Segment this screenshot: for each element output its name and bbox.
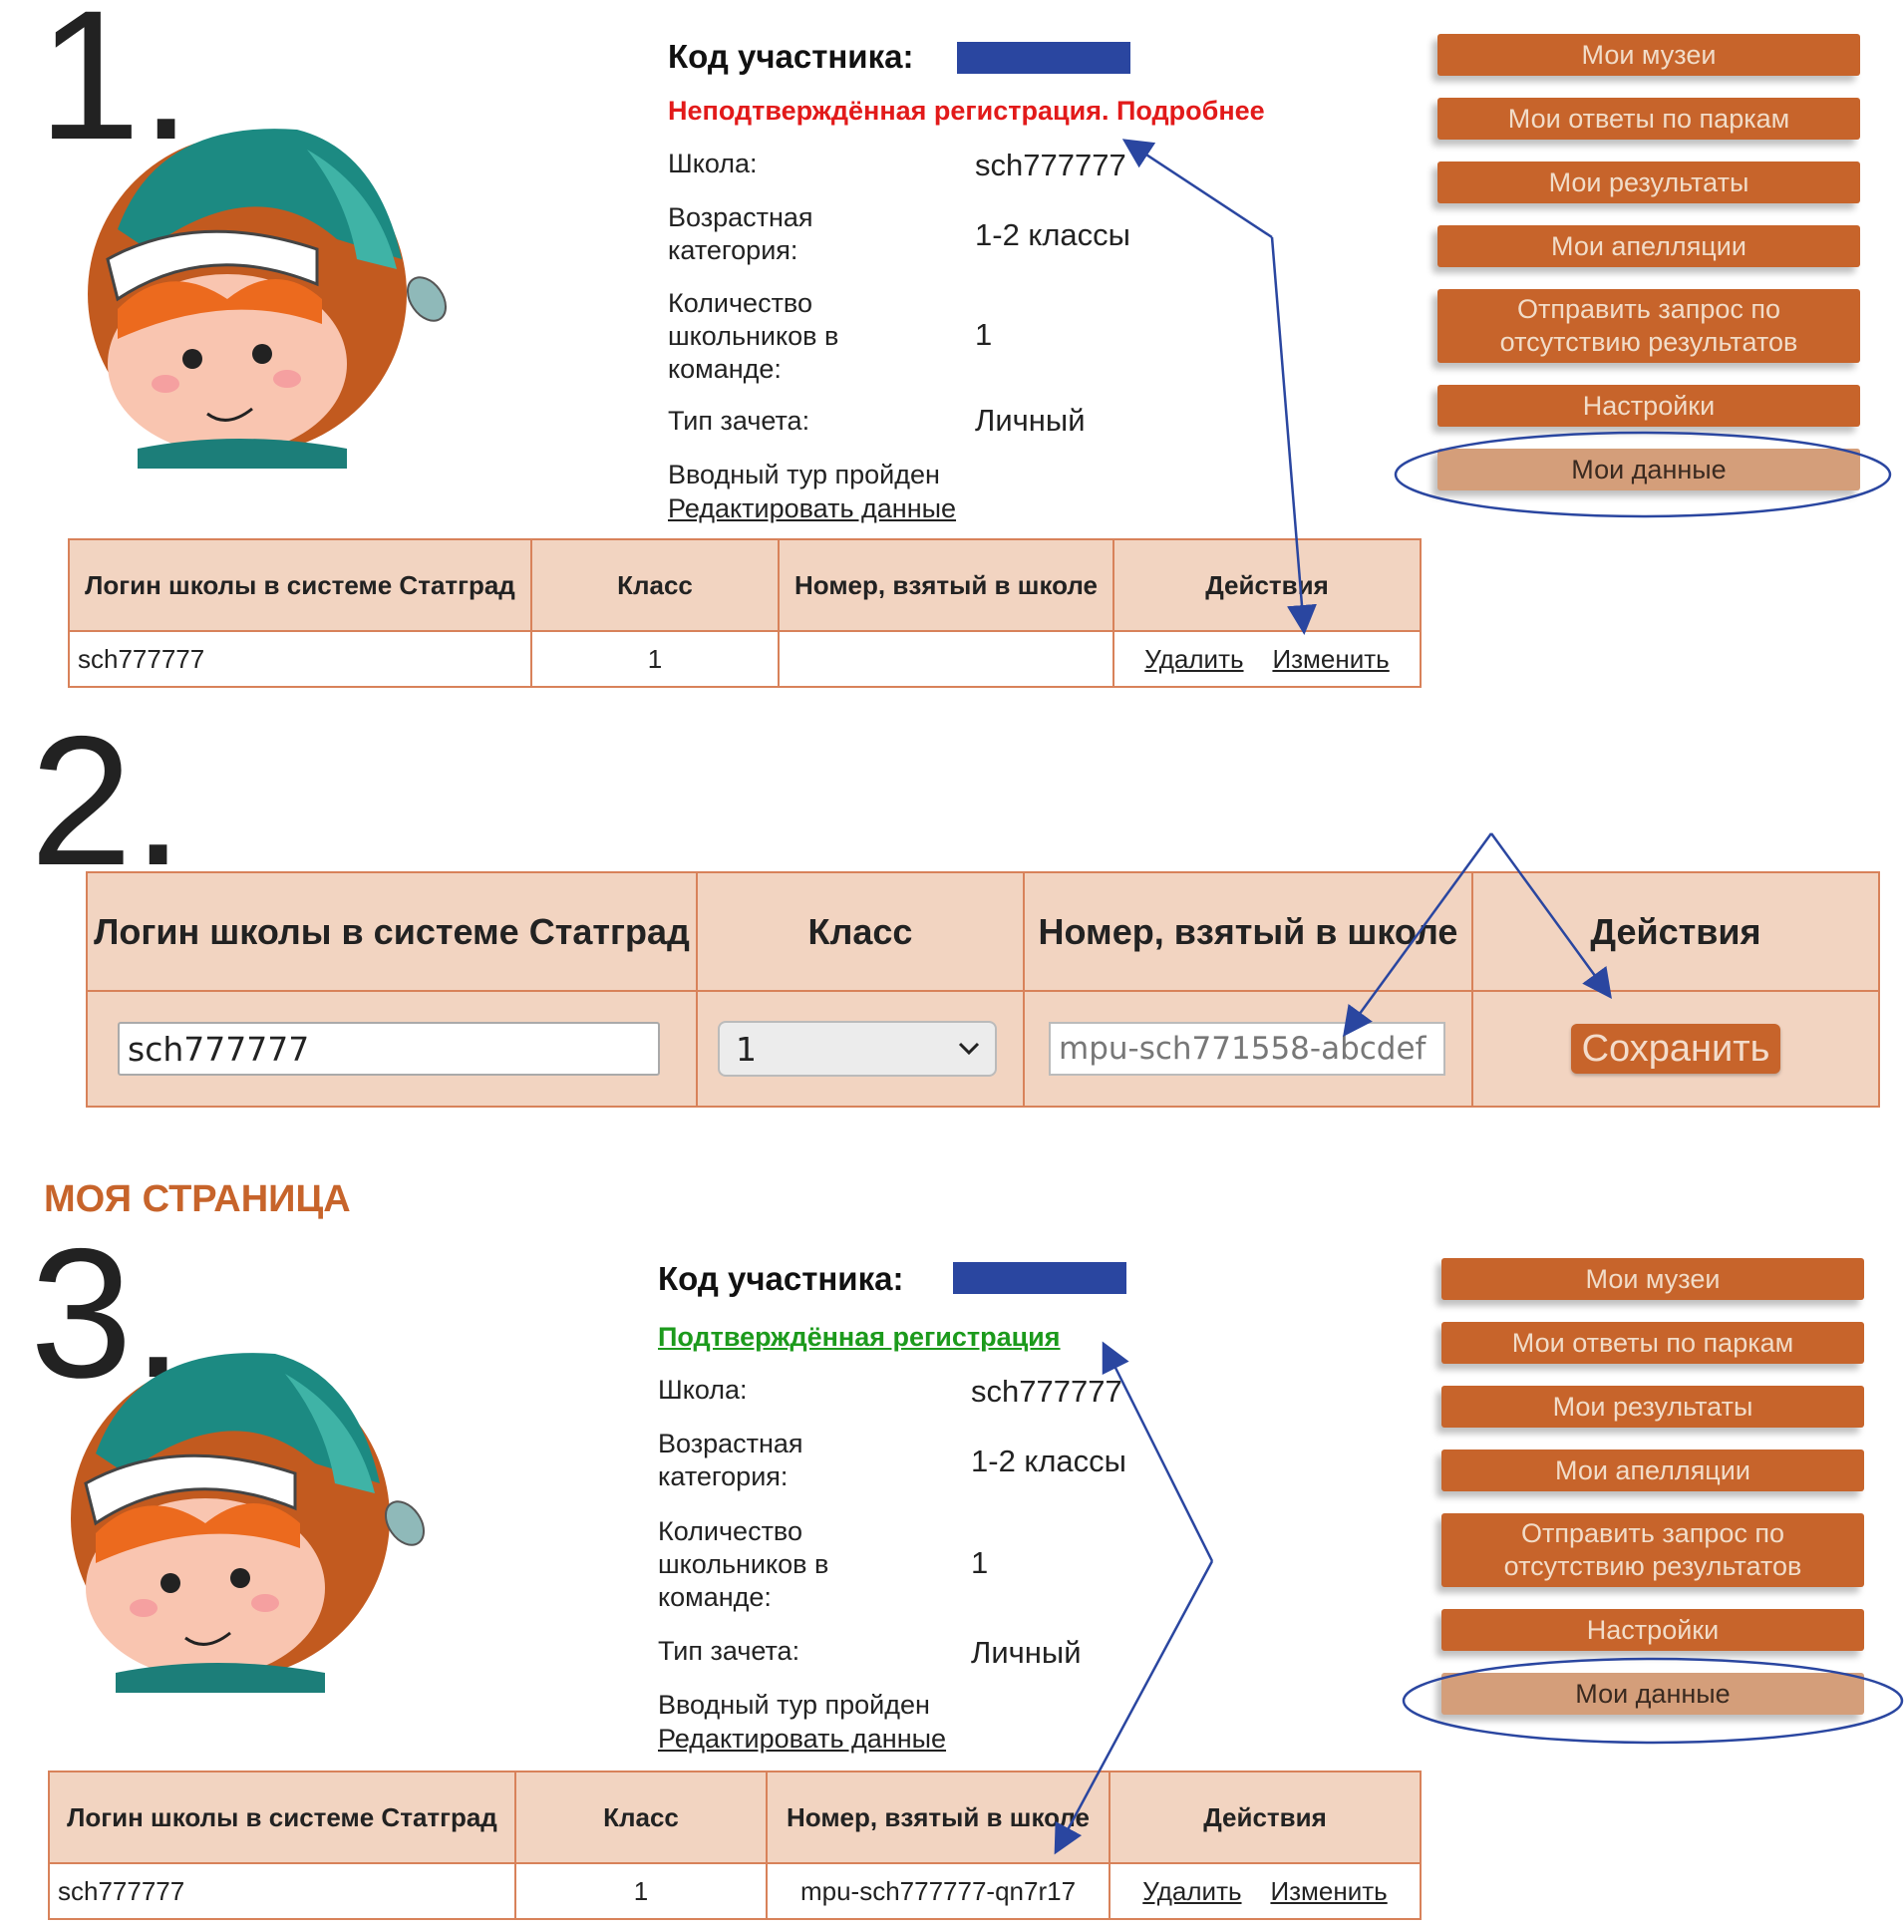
participant-code-label: Код участника: (658, 1260, 904, 1297)
col-login: Логин школы в системе Статград (86, 871, 698, 992)
col-login: Логин школы в системе Статград (68, 538, 532, 632)
chevron-down-icon (958, 1042, 980, 1056)
col-actions: Действия (1109, 1771, 1422, 1864)
school-table-1: Логин школы в системе Статград Класс Ном… (68, 538, 1422, 688)
edit-link[interactable]: Изменить (1270, 1875, 1388, 1906)
login-input[interactable]: sch777777 (118, 1022, 660, 1076)
school-label: Школа: (668, 149, 758, 178)
school-value: sch777777 (971, 1374, 1122, 1409)
menu-my-park-answers[interactable]: Мои ответы по паркам (1437, 98, 1860, 140)
school-label: Школа: (658, 1375, 748, 1405)
menu-my-park-answers[interactable]: Мои ответы по паркам (1441, 1322, 1864, 1364)
school-table-3: Логин школы в системе Статград Класс Ном… (48, 1771, 1422, 1920)
highlight-ellipse (1402, 1657, 1904, 1745)
annotation-arrow (1054, 1560, 1214, 1855)
step-number-1: 1. (38, 0, 192, 178)
cell-login: sch777777 (68, 630, 532, 688)
cell-number: mpu-sch777777-qn7r17 (766, 1862, 1111, 1920)
participant-code-redacted (957, 42, 1130, 74)
menu-my-results[interactable]: Мои результаты (1437, 161, 1860, 203)
annotation-arrow (1270, 236, 1317, 635)
cell-login: sch777777 (48, 1862, 516, 1920)
avatar-image (71, 1353, 426, 1693)
edit-table: Логин школы в системе Статград Класс Ном… (86, 871, 1880, 1108)
cell-class: 1 (530, 630, 780, 688)
team-count-value: 1 (975, 317, 993, 352)
team-count-label: Количество школьников в команде: (668, 288, 839, 384)
col-class: Класс (696, 871, 1025, 992)
menu-my-museums[interactable]: Мои музеи (1437, 34, 1860, 76)
age-category-label: Возрастная категория: (668, 202, 813, 265)
col-number: Номер, взятый в школе (1023, 871, 1473, 992)
save-button[interactable]: Сохранить (1571, 1024, 1780, 1074)
menu-missing-results-request[interactable]: Отправить запрос по отсутствию результат… (1441, 1513, 1864, 1587)
menu-settings[interactable]: Настройки (1441, 1609, 1864, 1651)
registration-status-unconfirmed: Неподтверждённая регистрация. Подробнее (668, 96, 1265, 127)
col-number: Номер, взятый в школе (766, 1771, 1111, 1864)
avatar-image (88, 129, 448, 469)
menu-my-appeals[interactable]: Мои апелляции (1437, 225, 1860, 267)
scoring-type-label: Тип зачета: (668, 406, 810, 436)
cell-number (778, 630, 1114, 688)
menu-my-results[interactable]: Мои результаты (1441, 1386, 1864, 1428)
page-heading: МОЯ СТРАНИЦА (44, 1178, 351, 1220)
cell-number-edit: mpu-sch771558-abcdef (1023, 990, 1473, 1108)
annotation-arrow (1343, 832, 1493, 1038)
menu-my-data[interactable]: Мои данные (1441, 1673, 1864, 1715)
scoring-type-label: Тип зачета: (658, 1636, 800, 1666)
table-row: sch777777 1 mpu-sch777777-qn7r17 Удалить… (48, 1862, 1422, 1920)
cell-class: 1 (514, 1862, 768, 1920)
step-number-2: 2. (30, 699, 184, 904)
col-actions: Действия (1112, 538, 1422, 632)
school-value: sch777777 (975, 148, 1126, 182)
menu-missing-results-request[interactable]: Отправить запрос по отсутствию результат… (1437, 289, 1860, 363)
edit-data-link[interactable]: Редактировать данные (658, 1724, 947, 1754)
menu-my-appeals[interactable]: Мои апелляции (1441, 1449, 1864, 1491)
cell-actions: Удалить Изменить (1109, 1862, 1422, 1920)
age-category-label: Возрастная категория: (658, 1429, 803, 1491)
school-number-input[interactable]: mpu-sch771558-abcdef (1049, 1022, 1445, 1076)
menu-my-data[interactable]: Мои данные (1437, 449, 1860, 490)
team-count-value: 1 (971, 1545, 989, 1580)
annotation-arrow (1102, 1341, 1214, 1562)
annotation-arrow (1489, 832, 1612, 1000)
scoring-type-value: Личный (971, 1635, 1082, 1670)
cell-actions: Удалить Изменить (1112, 630, 1422, 688)
cell-actions-edit: Сохранить (1471, 990, 1880, 1108)
edit-link[interactable]: Изменить (1272, 643, 1390, 674)
col-login: Логин школы в системе Статград (48, 1771, 516, 1864)
annotation-arrow (1121, 139, 1273, 239)
status-text: Неподтверждённая регистрация. (668, 96, 1110, 126)
table-row: sch777777 1 Удалить Изменить (68, 630, 1422, 688)
menu-my-museums[interactable]: Мои музеи (1441, 1258, 1864, 1300)
cell-login-edit: sch777777 (86, 990, 698, 1108)
delete-link[interactable]: Удалить (1144, 643, 1244, 674)
edit-data-link[interactable]: Редактировать данные (668, 493, 957, 523)
cell-class-edit: 1 (696, 990, 1025, 1108)
col-class: Класс (514, 1771, 768, 1864)
col-number: Номер, взятый в школе (778, 538, 1114, 632)
menu-settings[interactable]: Настройки (1437, 385, 1860, 427)
participant-code-label: Код участника: (668, 38, 914, 75)
col-actions: Действия (1471, 871, 1880, 992)
class-select[interactable]: 1 (718, 1021, 997, 1077)
col-class: Класс (530, 538, 780, 632)
registration-status-confirmed[interactable]: Подтверждённая регистрация (658, 1322, 1061, 1352)
age-category-value: 1-2 классы (971, 1444, 1126, 1478)
highlight-ellipse (1394, 431, 1892, 518)
team-count-label: Количество школьников в команде: (658, 1516, 829, 1612)
table-header-row: Логин школы в системе Статград Класс Ном… (86, 871, 1880, 992)
class-select-value: 1 (736, 1029, 757, 1069)
intro-round-status: Вводный тур пройден (658, 1690, 930, 1720)
details-link[interactable]: Подробнее (1115, 96, 1265, 126)
table-header-row: Логин школы в системе Статград Класс Ном… (48, 1771, 1422, 1864)
age-category-value: 1-2 классы (975, 217, 1130, 252)
edit-row: sch777777 1 mpu-sch771558-abcdef Сохрани… (86, 990, 1880, 1108)
participant-code-redacted (953, 1262, 1126, 1294)
intro-round-status: Вводный тур пройден (668, 460, 940, 489)
delete-link[interactable]: Удалить (1142, 1875, 1242, 1906)
scoring-type-value: Личный (975, 403, 1086, 438)
table-header-row: Логин школы в системе Статград Класс Ном… (68, 538, 1422, 632)
